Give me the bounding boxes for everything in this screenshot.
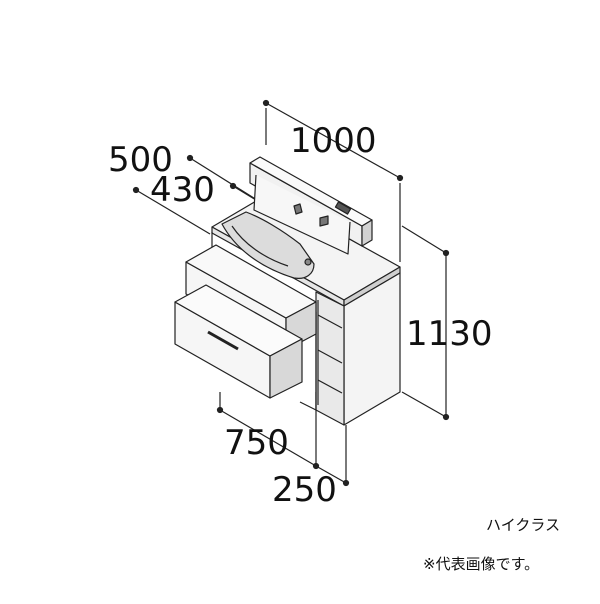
- wash-basin: [221, 211, 315, 279]
- dim-depth-counter: 430: [150, 170, 215, 210]
- dim-width-cabinet: 750: [224, 423, 289, 463]
- dimension-lines: [132, 99, 450, 487]
- representative-note: ※代表画像です。: [423, 555, 540, 573]
- dim-width-total: 1000: [290, 121, 377, 161]
- grade-label: ハイクラス: [486, 516, 561, 534]
- backguard-faucet-unit: [249, 156, 373, 255]
- dim-depth-total: 500: [108, 140, 173, 180]
- dim-width-side: 250: [272, 470, 337, 510]
- dim-height-total: 1130: [406, 314, 493, 354]
